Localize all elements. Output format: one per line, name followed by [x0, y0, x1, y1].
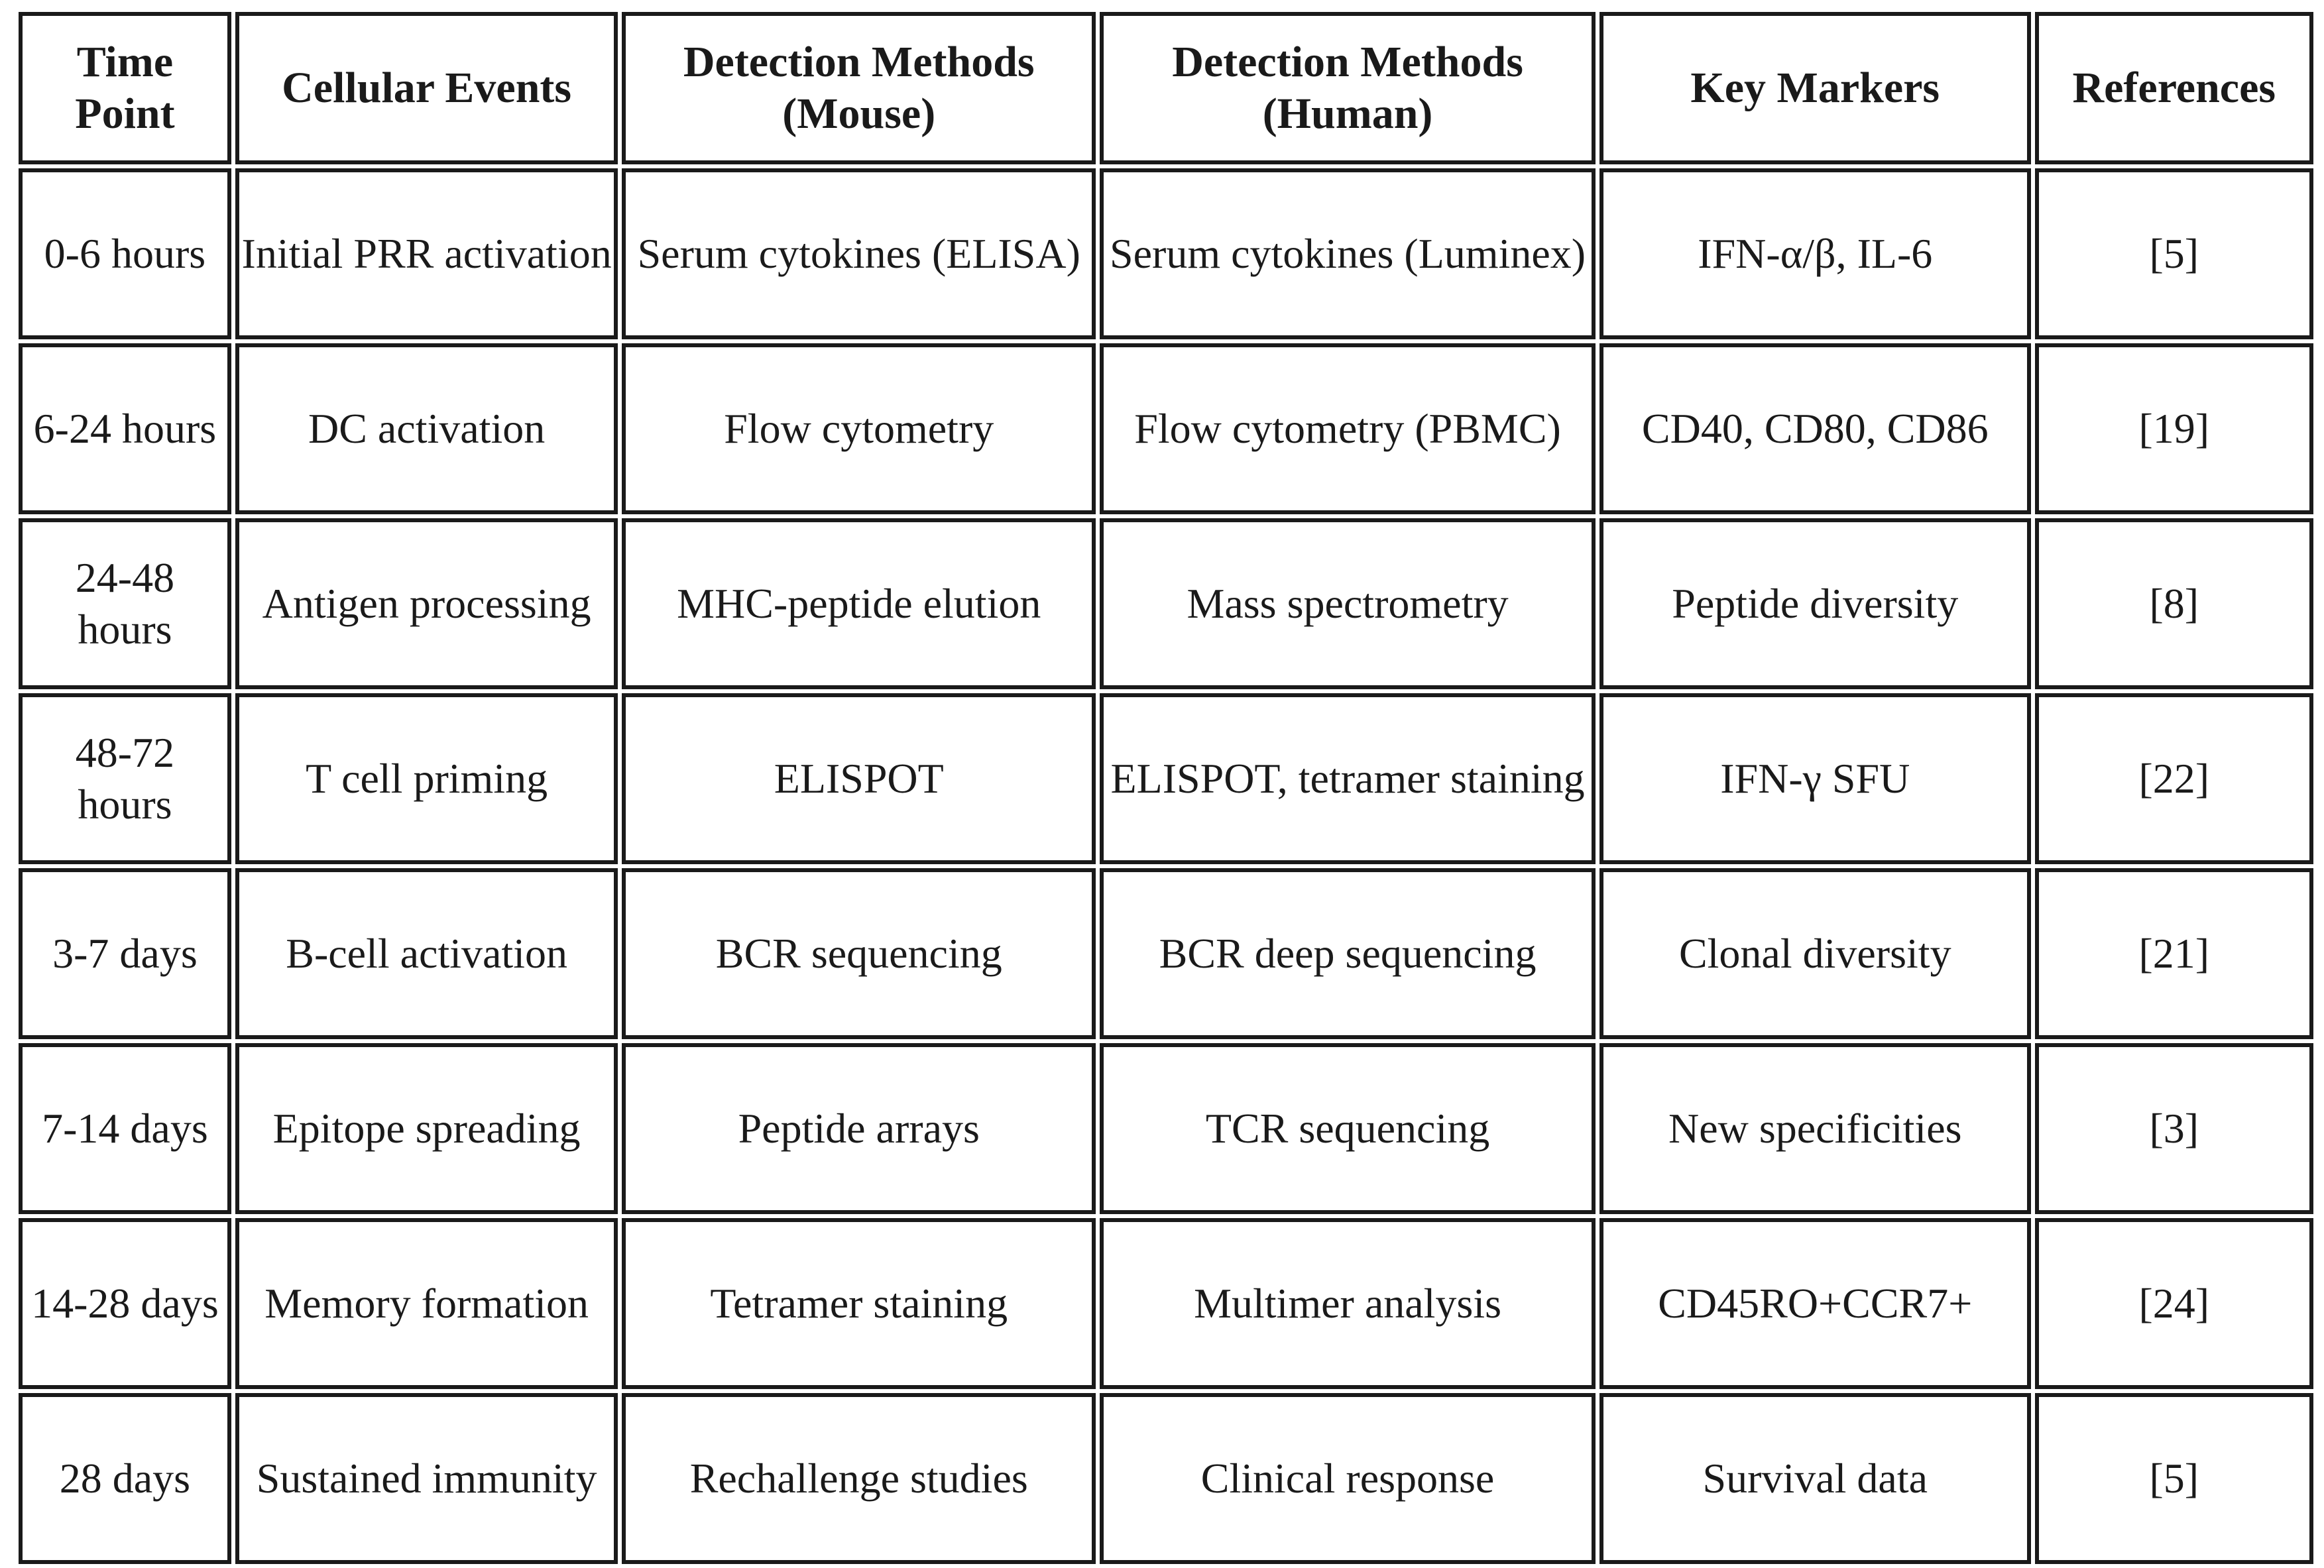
cell-cellular-events: Antigen processing	[235, 518, 618, 689]
cell-cellular-events: DC activation	[235, 343, 618, 514]
cell-detection-mouse: Rechallenge studies	[622, 1393, 1096, 1564]
column-header-detection-methods-human: Detection Methods (Human)	[1100, 12, 1596, 164]
column-header-key-markers: Key Markers	[1599, 12, 2031, 164]
cell-key-markers: IFN-γ SFU	[1599, 693, 2031, 864]
cell-detection-human: Serum cytokines (Luminex)	[1100, 168, 1596, 339]
cell-detection-human: Flow cytometry (PBMC)	[1100, 343, 1596, 514]
cell-detection-mouse: MHC-peptide elution	[622, 518, 1096, 689]
table-row: 48-72 hours T cell priming ELISPOT ELISP…	[19, 693, 2313, 864]
cell-cellular-events: Sustained immunity	[235, 1393, 618, 1564]
cell-references: [3]	[2034, 1043, 2313, 1214]
cell-time-point: 48-72 hours	[19, 693, 231, 864]
cell-references: [8]	[2034, 518, 2313, 689]
cell-time-point: 3-7 days	[19, 868, 231, 1039]
table-row: 28 days Sustained immunity Rechallenge s…	[19, 1393, 2313, 1564]
table-row: 7-14 days Epitope spreading Peptide arra…	[19, 1043, 2313, 1214]
cell-time-point: 7-14 days	[19, 1043, 231, 1214]
cell-references: [24]	[2034, 1218, 2313, 1389]
cell-time-point: 6-24 hours	[19, 343, 231, 514]
column-header-time-point: Time Point	[19, 12, 231, 164]
cell-key-markers: CD40, CD80, CD86	[1599, 343, 2031, 514]
cell-time-point: 24-48 hours	[19, 518, 231, 689]
cell-time-point: 14-28 days	[19, 1218, 231, 1389]
cell-detection-mouse: Flow cytometry	[622, 343, 1096, 514]
cell-detection-mouse: Peptide arrays	[622, 1043, 1096, 1214]
table-row: 24-48 hours Antigen processing MHC-pepti…	[19, 518, 2313, 689]
table-body: 0-6 hours Initial PRR activation Serum c…	[19, 168, 2313, 1564]
cell-references: [5]	[2034, 168, 2313, 339]
cell-cellular-events: T cell priming	[235, 693, 618, 864]
cell-cellular-events: Epitope spreading	[235, 1043, 618, 1214]
cell-references: [5]	[2034, 1393, 2313, 1564]
immune-response-timeline-table: Time Point Cellular Events Detection Met…	[15, 8, 2317, 1568]
cell-detection-human: BCR deep sequencing	[1100, 868, 1596, 1039]
cell-detection-human: Multimer analysis	[1100, 1218, 1596, 1389]
cell-key-markers: New specificities	[1599, 1043, 2031, 1214]
cell-detection-human: Clinical response	[1100, 1393, 1596, 1564]
cell-references: [21]	[2034, 868, 2313, 1039]
column-header-references: References	[2034, 12, 2313, 164]
cell-detection-mouse: Serum cytokines (ELISA)	[622, 168, 1096, 339]
cell-key-markers: IFN-α/β, IL-6	[1599, 168, 2031, 339]
cell-detection-mouse: BCR sequencing	[622, 868, 1096, 1039]
table-row: 3-7 days B-cell activation BCR sequencin…	[19, 868, 2313, 1039]
cell-key-markers: Peptide diversity	[1599, 518, 2031, 689]
header-row: Time Point Cellular Events Detection Met…	[19, 12, 2313, 164]
cell-time-point: 28 days	[19, 1393, 231, 1564]
table-container: Time Point Cellular Events Detection Met…	[19, 12, 2313, 1564]
cell-cellular-events: Initial PRR activation	[235, 168, 618, 339]
cell-detection-mouse: Tetramer staining	[622, 1218, 1096, 1389]
column-header-detection-methods-mouse: Detection Methods (Mouse)	[622, 12, 1096, 164]
cell-time-point: 0-6 hours	[19, 168, 231, 339]
cell-references: [22]	[2034, 693, 2313, 864]
table-header: Time Point Cellular Events Detection Met…	[19, 12, 2313, 164]
table-row: 0-6 hours Initial PRR activation Serum c…	[19, 168, 2313, 339]
cell-cellular-events: B-cell activation	[235, 868, 618, 1039]
table-row: 6-24 hours DC activation Flow cytometry …	[19, 343, 2313, 514]
cell-cellular-events: Memory formation	[235, 1218, 618, 1389]
cell-key-markers: Survival data	[1599, 1393, 2031, 1564]
cell-detection-human: ELISPOT, tetramer staining	[1100, 693, 1596, 864]
table-row: 14-28 days Memory formation Tetramer sta…	[19, 1218, 2313, 1389]
column-header-cellular-events: Cellular Events	[235, 12, 618, 164]
cell-key-markers: CD45RO+CCR7+	[1599, 1218, 2031, 1389]
cell-key-markers: Clonal diversity	[1599, 868, 2031, 1039]
cell-references: [19]	[2034, 343, 2313, 514]
cell-detection-human: TCR sequencing	[1100, 1043, 1596, 1214]
cell-detection-mouse: ELISPOT	[622, 693, 1096, 864]
cell-detection-human: Mass spectrometry	[1100, 518, 1596, 689]
